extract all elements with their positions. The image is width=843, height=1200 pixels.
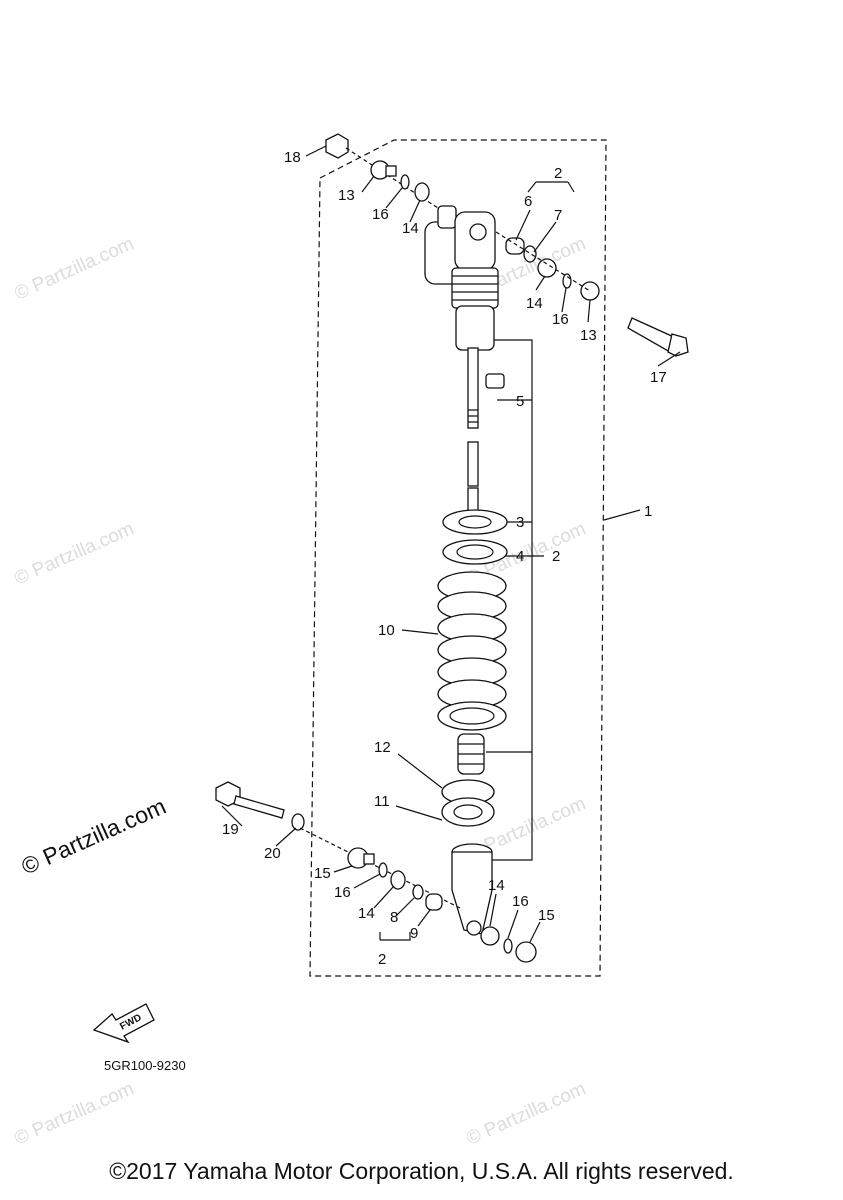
callouts: 1 2 2 2 3 4 5 6 7 8 9 10 11 12 13 13 14 … xyxy=(222,149,667,968)
copyright-notice: ©2017 Yamaha Motor Corporation, U.S.A. A… xyxy=(109,1158,734,1184)
callout-4: 4 xyxy=(516,548,524,565)
part-spring xyxy=(437,571,507,731)
callout-13: 13 xyxy=(580,327,597,344)
callout-16: 16 xyxy=(512,893,529,910)
callout-7: 7 xyxy=(554,207,562,224)
callout-2: 2 xyxy=(552,548,560,565)
diagram-code: 5GR100-9230 xyxy=(104,1058,186,1073)
callout-14: 14 xyxy=(358,905,375,922)
callout-5: 5 xyxy=(516,393,524,410)
bracket-lines xyxy=(379,181,641,941)
callout-16: 16 xyxy=(334,884,351,901)
callout-10: 10 xyxy=(378,622,395,639)
callout-14: 14 xyxy=(488,877,505,894)
watermark: © Partzilla.com xyxy=(11,1078,137,1149)
shock-lower-clevis xyxy=(451,843,493,936)
watermark: © Partzilla.com xyxy=(11,233,137,304)
assembly-boundary xyxy=(309,139,607,977)
callout-3: 3 xyxy=(516,514,524,531)
callout-15: 15 xyxy=(314,865,331,882)
callout-11: 11 xyxy=(374,793,390,810)
callout-14: 14 xyxy=(402,220,419,237)
watermark-main: © Partzilla.com xyxy=(17,793,169,880)
part-locknut-3 xyxy=(442,509,508,535)
callout-13: 13 xyxy=(338,187,355,204)
top-hardware xyxy=(325,133,689,357)
callout-2: 2 xyxy=(378,951,386,968)
shock-rod xyxy=(467,347,479,429)
callout-6: 6 xyxy=(524,193,532,210)
callout-16: 16 xyxy=(552,311,569,328)
callout-12: 12 xyxy=(374,739,391,756)
leader-lines xyxy=(221,145,681,943)
callout-16: 16 xyxy=(372,206,389,223)
shock-body xyxy=(451,211,499,351)
callout-20: 20 xyxy=(264,845,281,862)
callout-18: 18 xyxy=(284,149,301,166)
callout-9: 9 xyxy=(410,925,418,942)
callout-8: 8 xyxy=(390,909,398,926)
part-locknut-4 xyxy=(442,539,508,565)
fwd-arrow-icon: FWD xyxy=(92,1003,155,1044)
callout-14: 14 xyxy=(526,295,543,312)
part-spring-seat xyxy=(441,797,495,827)
callout-15: 15 xyxy=(538,907,555,924)
bottom-hardware xyxy=(215,781,537,963)
rod-pin xyxy=(467,441,479,487)
callout-17: 17 xyxy=(650,369,667,386)
callout-19: 19 xyxy=(222,821,239,838)
callout-1: 1 xyxy=(644,503,652,520)
part-adjuster xyxy=(485,373,505,389)
watermark: © Partzilla.com xyxy=(463,1078,589,1149)
watermark: © Partzilla.com xyxy=(11,518,137,589)
callout-2: 2 xyxy=(554,165,562,182)
